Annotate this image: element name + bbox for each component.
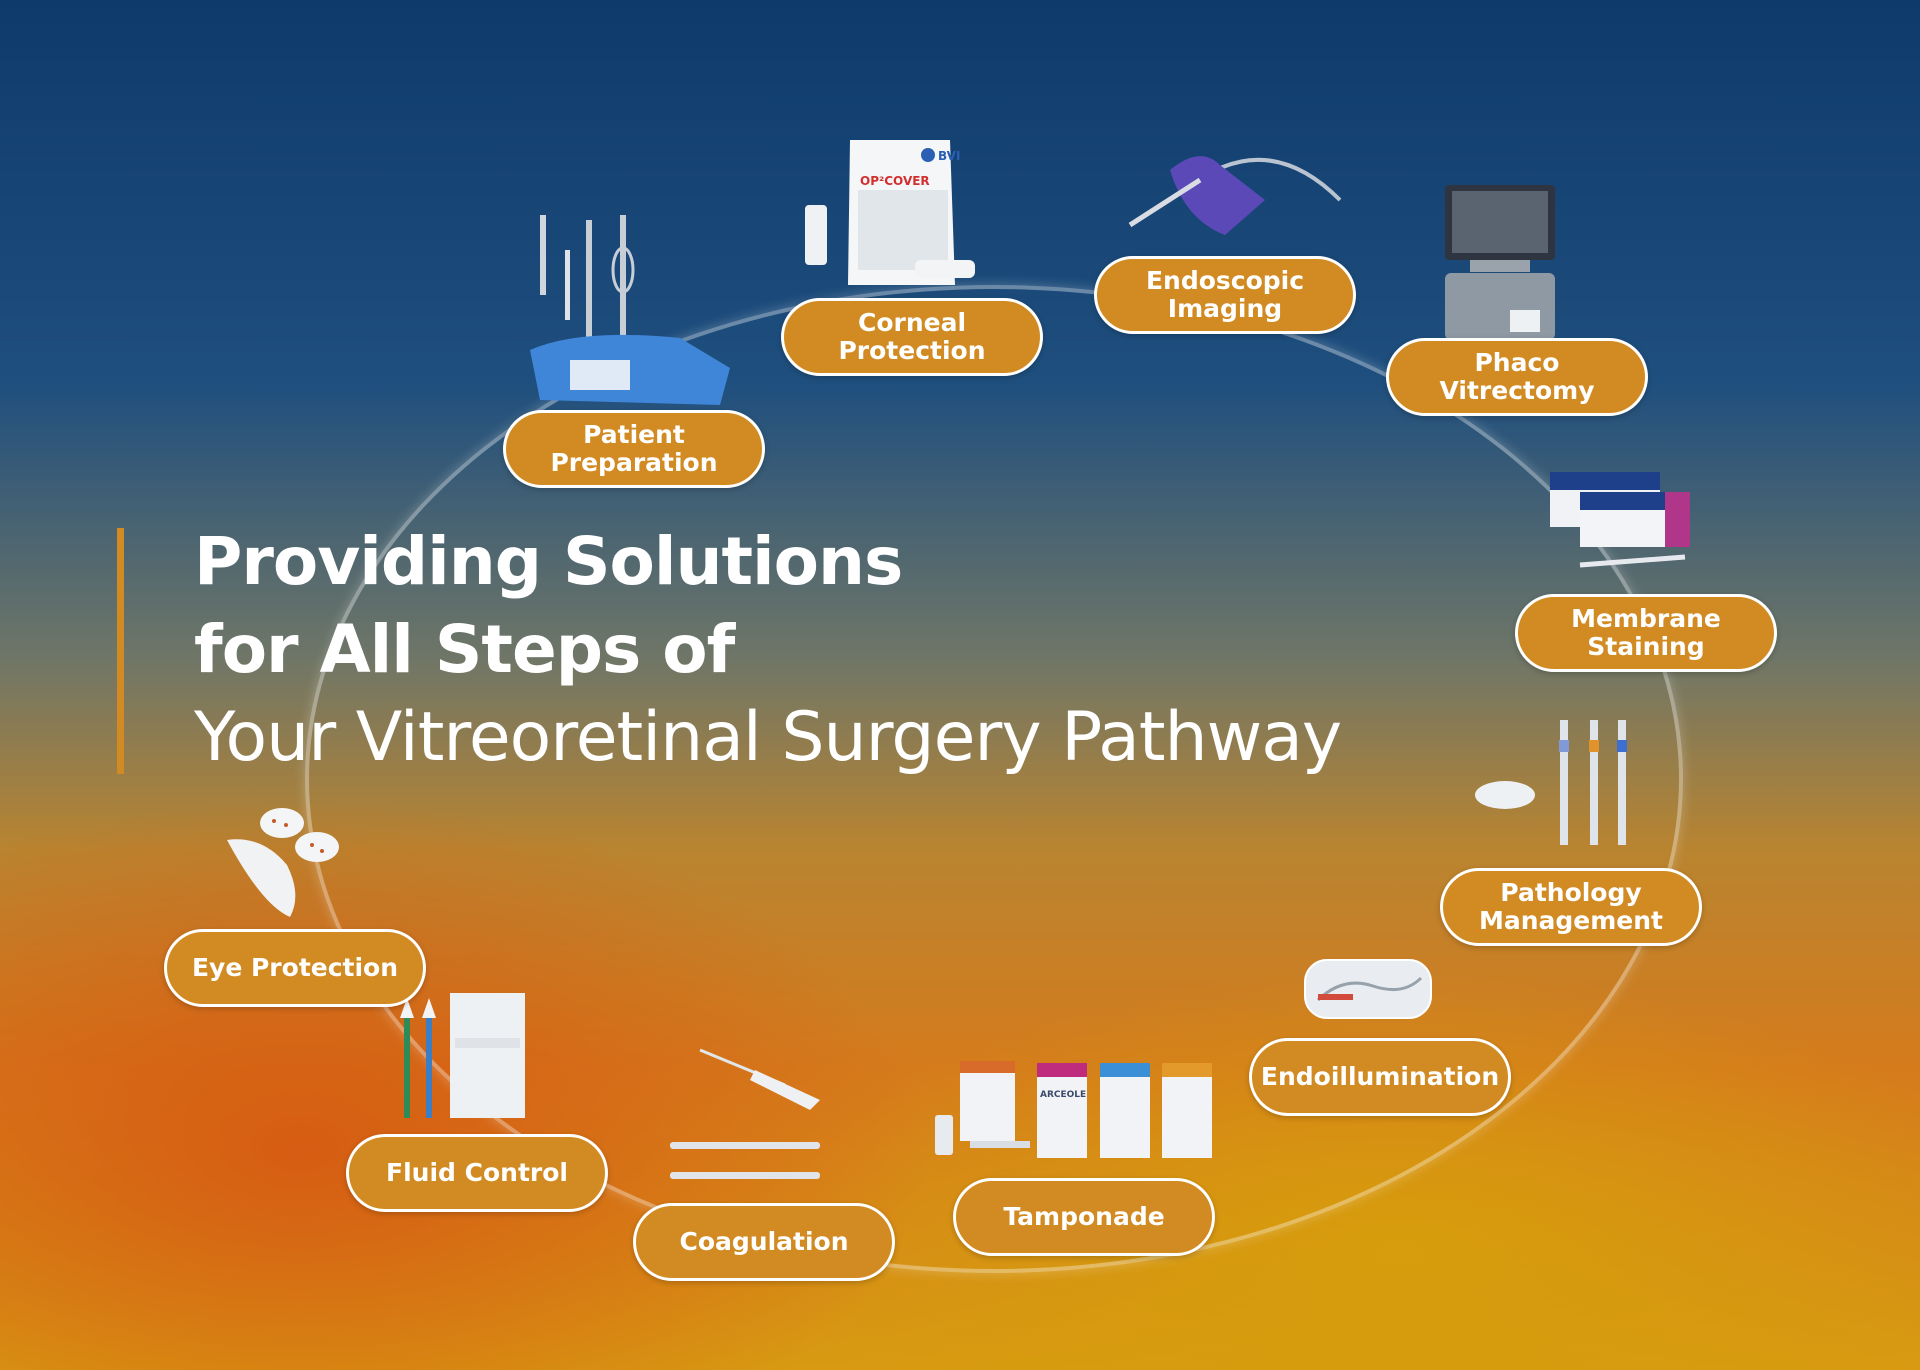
step-label: Patient Preparation: [550, 420, 718, 477]
step-label: Fluid Control: [386, 1158, 568, 1187]
step-phaco-vitrectomy[interactable]: Phaco Vitrectomy: [1386, 338, 1648, 416]
step-membrane-staining[interactable]: Membrane Staining: [1515, 594, 1777, 672]
step-endoillumination[interactable]: Endoillumination: [1249, 1038, 1511, 1116]
step-label: Endoscopic Imaging: [1145, 266, 1305, 323]
membrane-staining-image: [1545, 462, 1695, 582]
opcover-name: OP²COVER: [860, 174, 930, 188]
headline-line-2: for All Steps of: [194, 611, 735, 688]
step-fluid-control[interactable]: Fluid Control: [346, 1134, 608, 1212]
step-label: Eye Protection: [191, 953, 399, 982]
step-label: Coagulation: [679, 1227, 849, 1256]
corneal-protection-image: BVI OP²COVER: [800, 135, 990, 295]
step-eye-protection[interactable]: Eye Protection: [164, 929, 426, 1007]
step-label: Corneal Protection: [838, 308, 986, 365]
step-patient-preparation[interactable]: Patient Preparation: [503, 410, 765, 488]
opcover-brand: BVI: [938, 149, 960, 163]
pathology-management-image: [1470, 700, 1640, 860]
step-label: Membrane Staining: [1571, 604, 1721, 661]
step-label: Endoillumination: [1260, 1062, 1500, 1091]
eye-protection-image: [222, 805, 347, 920]
step-tamponade[interactable]: Tamponade: [953, 1178, 1215, 1256]
step-corneal-protection[interactable]: Corneal Protection: [781, 298, 1043, 376]
headline-line-1: Providing Solutions: [194, 523, 903, 600]
step-label: Tamponade: [1003, 1202, 1165, 1231]
endoscopic-imaging-image: [1125, 140, 1345, 250]
headline-block: Providing Solutions for All Steps of You…: [117, 523, 1342, 777]
step-label: Pathology Management: [1478, 878, 1664, 935]
tamponade-image: ARCEOLE: [930, 1055, 1220, 1160]
endoillumination-image: [1303, 958, 1433, 1020]
step-endoscopic-imaging[interactable]: Endoscopic Imaging: [1094, 256, 1356, 334]
coagulation-image: [660, 1045, 835, 1185]
pathway-ring: [305, 285, 1683, 1273]
fluid-control-image: [395, 988, 535, 1128]
headline-line-3: Your Vitreoretinal Surgery Pathway: [194, 698, 1342, 777]
step-label: Phaco Vitrectomy: [1439, 348, 1595, 405]
arcole-name: ARCEOLE: [1040, 1090, 1086, 1100]
step-coagulation[interactable]: Coagulation: [633, 1203, 895, 1281]
phaco-vitrectomy-image: [1440, 185, 1560, 340]
step-pathology-management[interactable]: Pathology Management: [1440, 868, 1702, 946]
patient-preparation-image: [520, 210, 740, 405]
